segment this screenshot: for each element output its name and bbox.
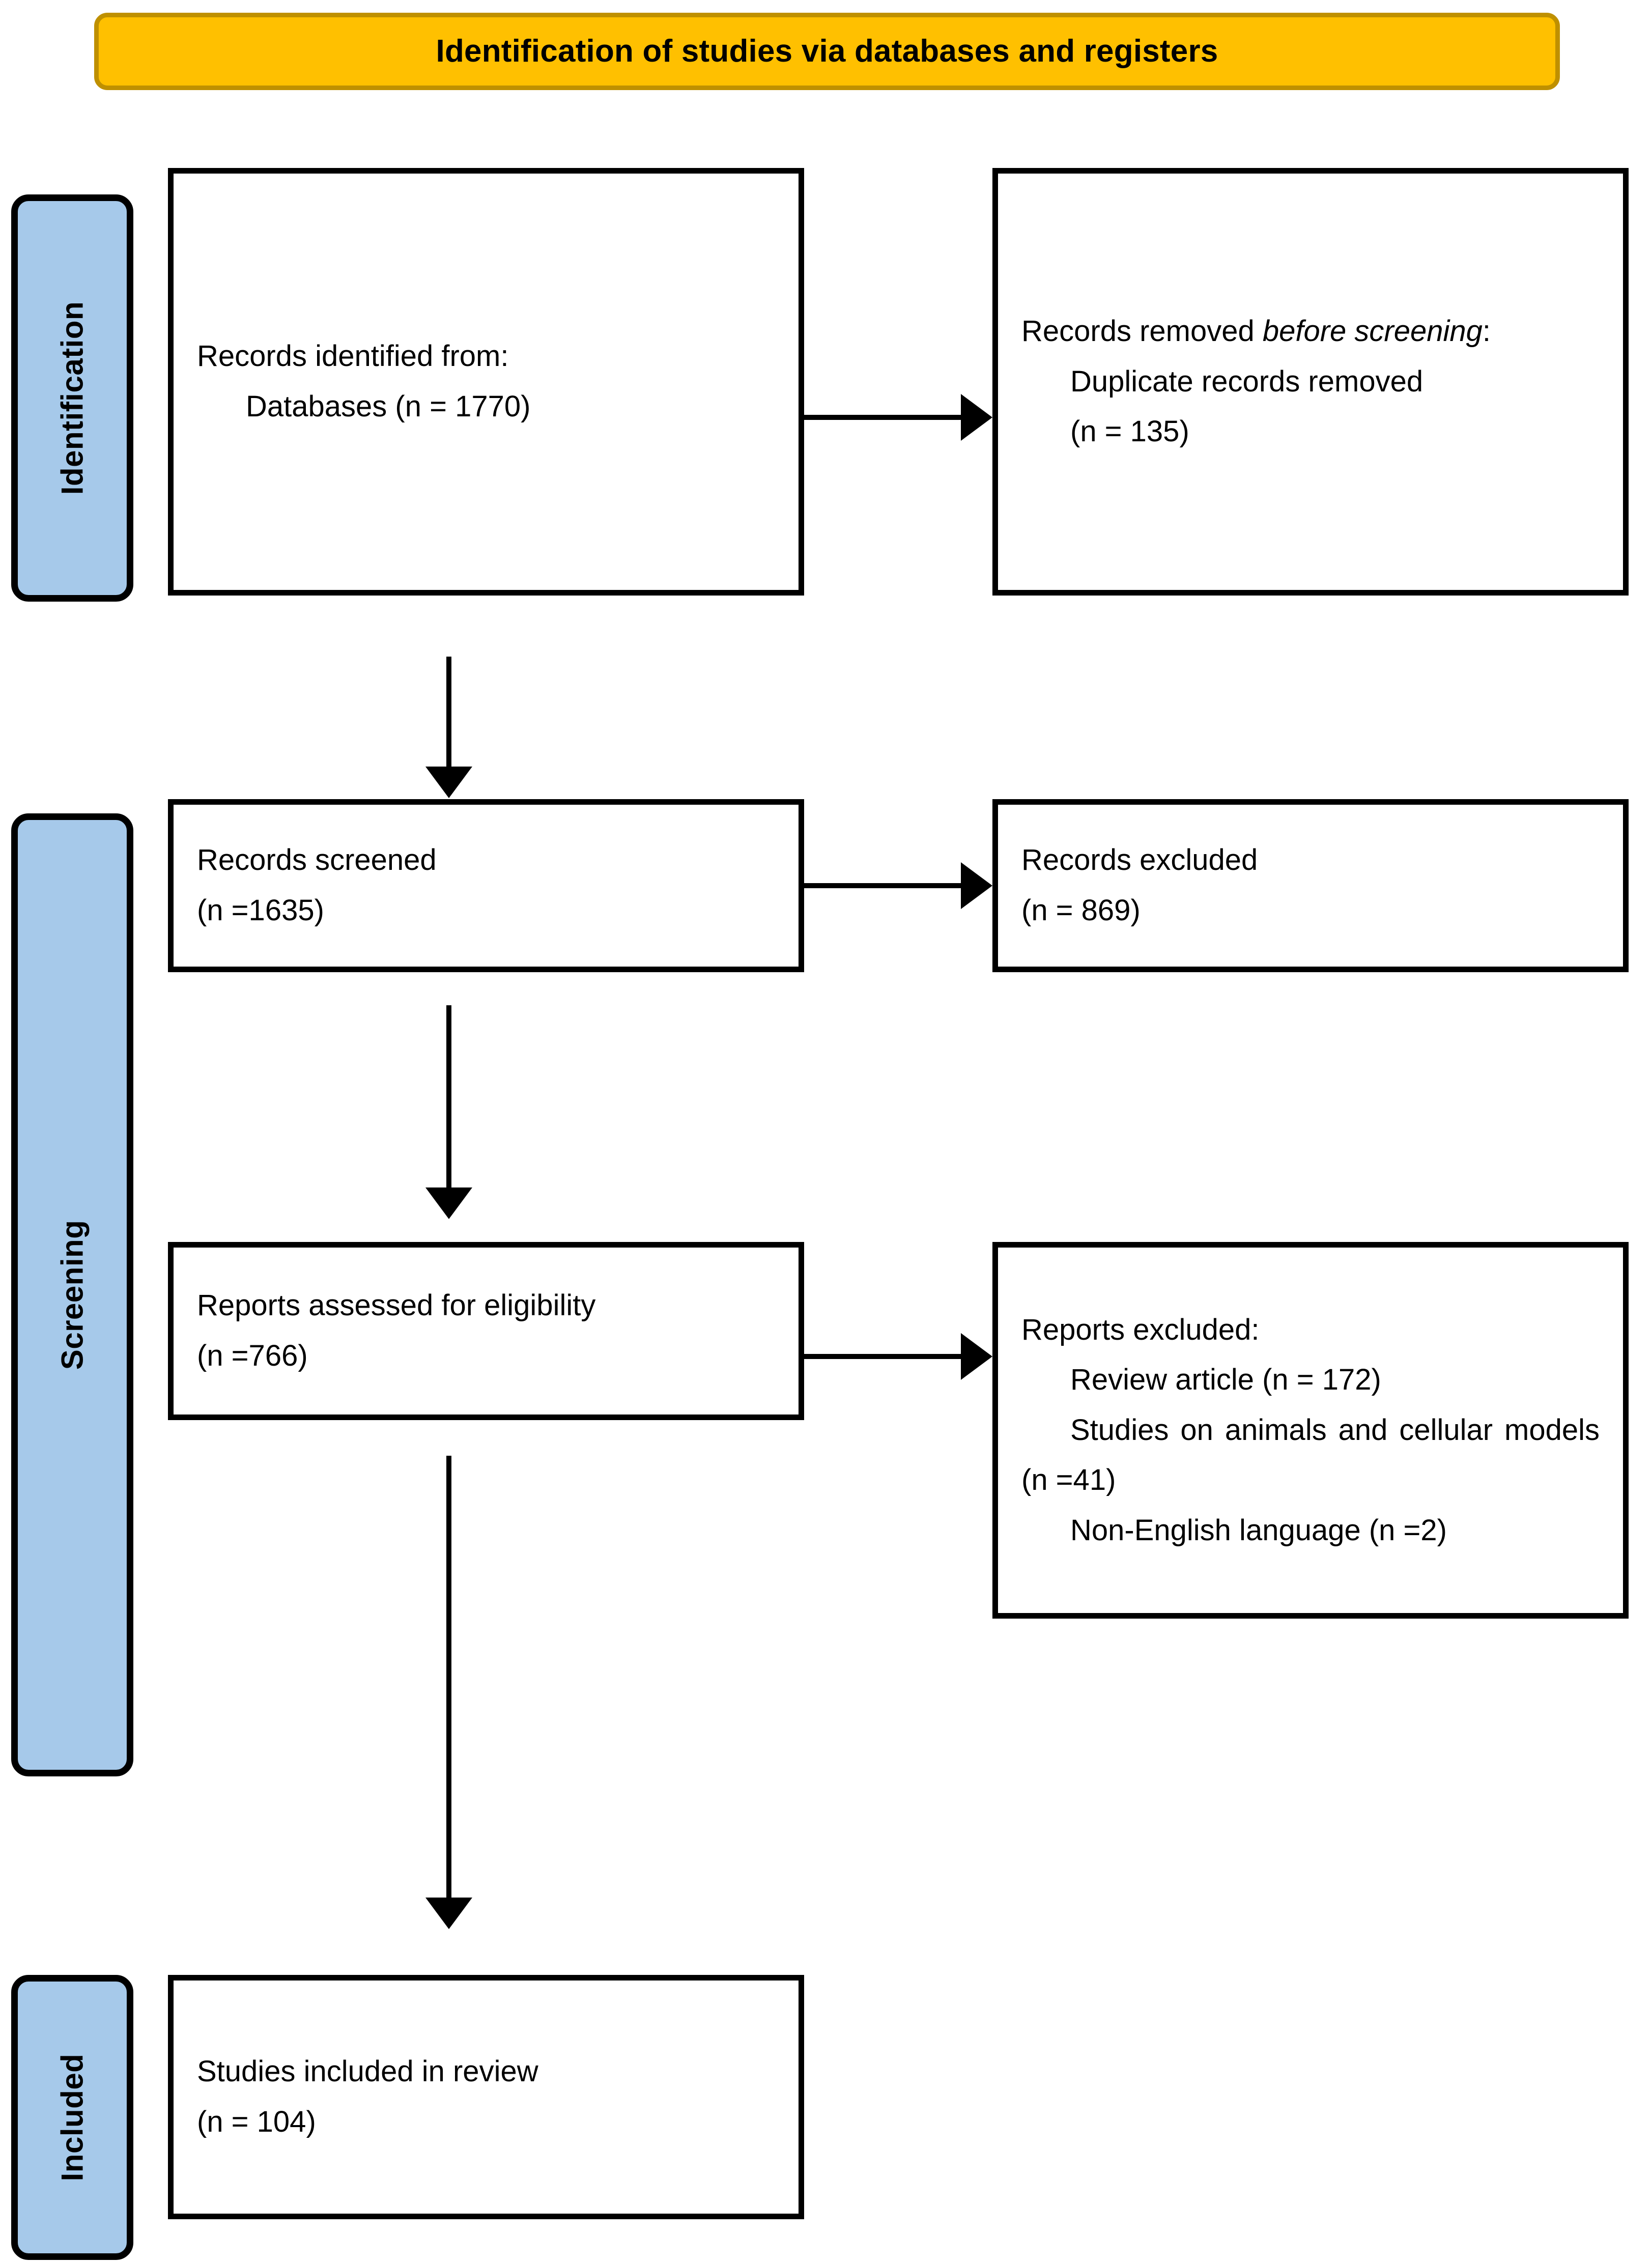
studies-included-line-2: (n = 104) — [197, 2105, 316, 2138]
box-studies-included-in-review: Studies included in review (n = 104) — [168, 1975, 804, 2219]
arrow-eligible-to-reports-excluded-head-icon — [961, 1333, 992, 1380]
records-identified-line-1: Records identified from: — [197, 340, 509, 373]
arrow-screened-to-excluded-head-icon — [961, 862, 992, 909]
records-removed-heading: Records removed before screening: — [1021, 306, 1600, 357]
records-removed-heading-suffix: : — [1482, 315, 1491, 348]
arrow-identified-to-removed-shaft — [804, 415, 962, 420]
arrow-eligible-to-reports-excluded-shaft — [804, 1354, 962, 1359]
arrow-eligible-to-included-shaft — [446, 1456, 451, 1904]
reports-assessed-line-2: (n =766) — [197, 1339, 308, 1372]
reports-excluded-item-2: Studies on animals and cellular models (… — [1021, 1413, 1600, 1497]
box-records-removed-before-screening: Records removed before screening: Duplic… — [992, 168, 1629, 596]
records-excluded-line-2: (n = 869) — [1021, 894, 1141, 927]
diagram-header-banner: Identification of studies via databases … — [94, 13, 1560, 90]
reports-excluded-item-1: Review article (n = 172) — [1070, 1363, 1381, 1397]
arrow-identified-to-screened-head-icon — [425, 767, 472, 798]
records-removed-line-3: (n = 135) — [1070, 415, 1189, 448]
box-records-screened: Records screened (n =1635) — [168, 799, 804, 972]
box-records-identified: Records identified from: Databases (n = … — [168, 168, 804, 596]
arrow-eligible-to-included-head-icon — [425, 1898, 472, 1929]
reports-excluded-heading: Reports excluded: — [1021, 1313, 1260, 1346]
arrow-identified-to-screened-shaft — [446, 657, 451, 773]
box-reports-assessed-for-eligibility: Reports assessed for eligibility (n =766… — [168, 1242, 804, 1420]
records-removed-heading-italic: before screening — [1262, 315, 1483, 348]
stage-bar-screening: Screening — [11, 813, 133, 1776]
records-identified-line-2: Databases (n = 1770) — [246, 390, 531, 423]
stage-bar-included: Included — [11, 1975, 133, 2260]
records-excluded-line-1: Records excluded — [1021, 843, 1258, 877]
arrow-identified-to-removed-head-icon — [961, 394, 992, 441]
arrow-screened-to-eligible-head-icon — [425, 1187, 472, 1219]
arrow-screened-to-excluded-shaft — [804, 883, 962, 888]
studies-included-line-1: Studies included in review — [197, 2055, 538, 2088]
records-screened-line-2: (n =1635) — [197, 894, 324, 927]
stage-label-identification: Identification — [55, 301, 90, 495]
arrow-screened-to-eligible-shaft — [446, 1005, 451, 1194]
records-removed-heading-plain: Records removed — [1021, 315, 1263, 348]
box-reports-excluded: Reports excluded: Review article (n = 17… — [992, 1242, 1629, 1619]
reports-assessed-line-1: Reports assessed for eligibility — [197, 1289, 596, 1322]
page-title: Identification of studies via databases … — [436, 33, 1218, 69]
reports-excluded-item-3: Non-English language (n =2) — [1070, 1513, 1447, 1547]
records-removed-line-2: Duplicate records removed — [1070, 364, 1423, 398]
records-screened-line-1: Records screened — [197, 843, 437, 877]
stage-label-included: Included — [55, 2053, 90, 2182]
stage-bar-identification: Identification — [11, 194, 133, 602]
stage-label-screening: Screening — [55, 1220, 90, 1370]
box-records-excluded: Records excluded (n = 869) — [992, 799, 1629, 972]
